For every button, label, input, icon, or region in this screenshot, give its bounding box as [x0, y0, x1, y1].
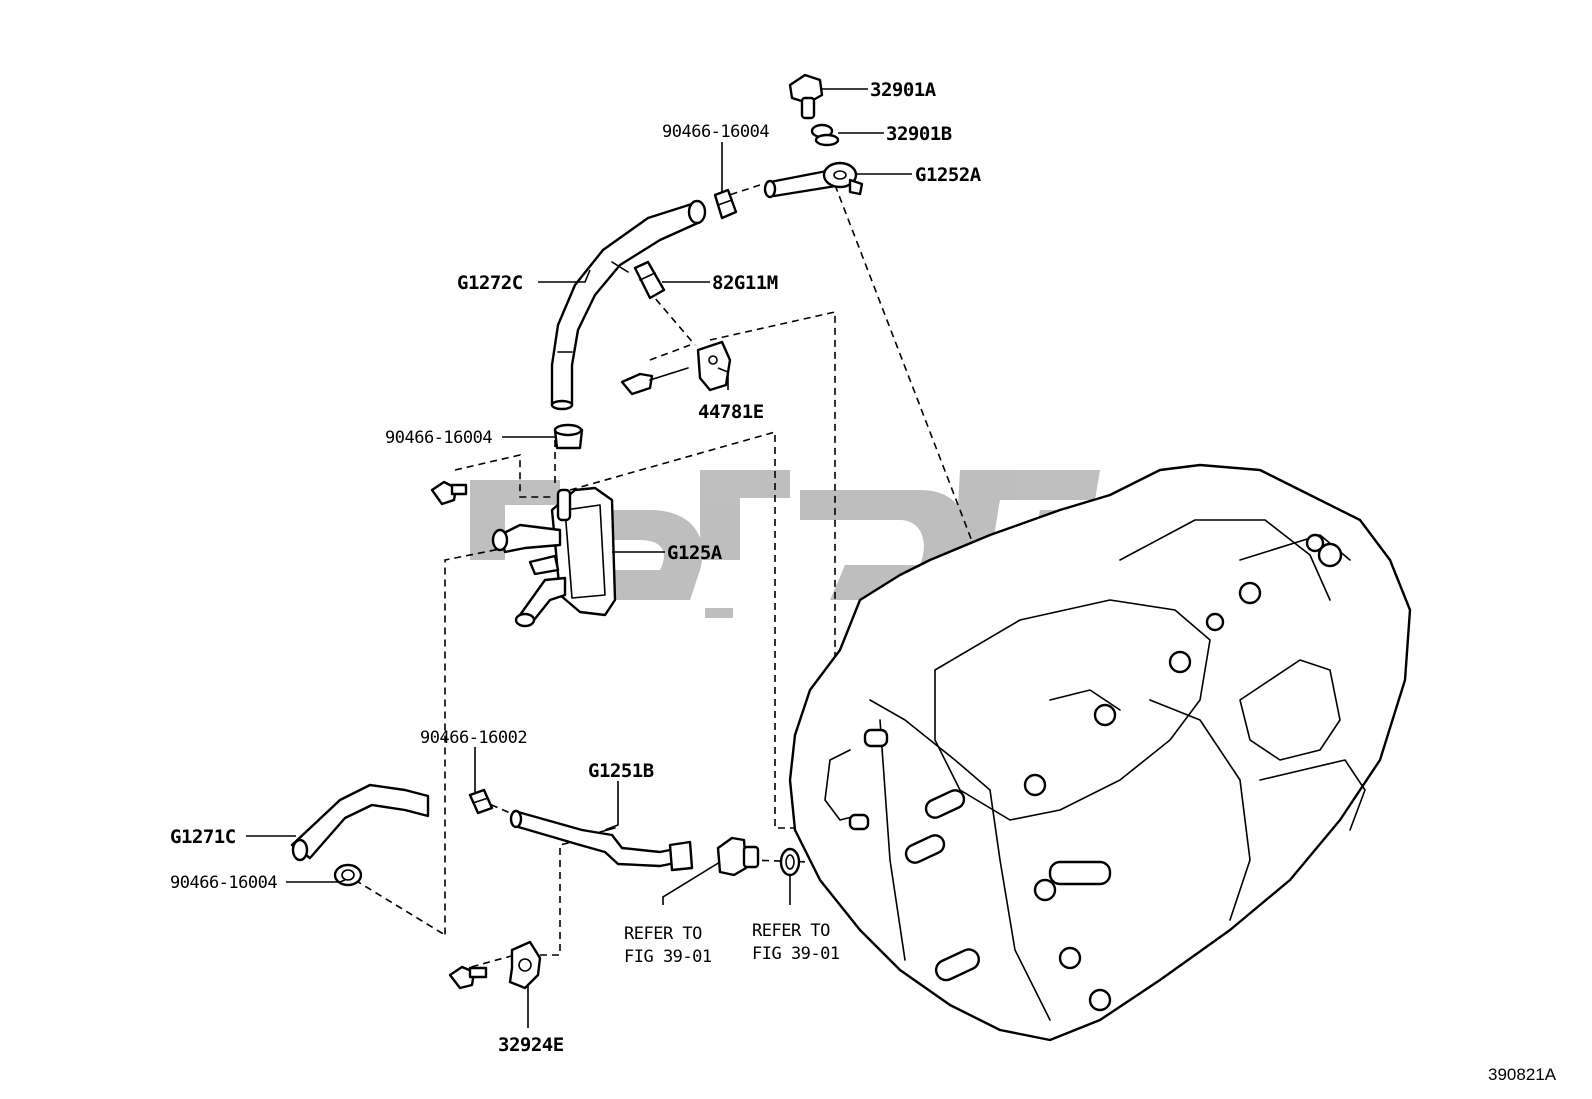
clamp-82G11M-icon — [633, 260, 666, 300]
label-90466-16004-middle[interactable]: 90466-16004 — [385, 428, 493, 448]
label-44781E[interactable]: 44781E — [698, 401, 764, 423]
union-fitting-icon — [716, 836, 760, 877]
label-G1252A[interactable]: G1252A — [915, 164, 982, 186]
transaxle-housing-icon — [788, 463, 1412, 1042]
part-labels: 32901A 32901B G1252A 90466-16004 G1272C … — [170, 79, 1557, 1084]
leader-lines — [246, 88, 912, 1028]
label-refer-to-2-line1[interactable]: REFER TO — [752, 921, 831, 941]
gasket-ring-icon — [779, 847, 801, 877]
label-refer-to-2-line2[interactable]: FIG 39-01 — [752, 944, 840, 964]
hose-clip-middle-icon — [553, 423, 584, 450]
hose-clip-16002-icon — [468, 788, 494, 815]
label-refer-to-1-line2[interactable]: FIG 39-01 — [624, 947, 712, 967]
hose-G1272C-icon — [550, 199, 707, 411]
label-90466-16004-top[interactable]: 90466-16004 — [662, 122, 770, 142]
pipe-G1251B-icon — [509, 809, 694, 872]
label-32924E[interactable]: 32924E — [498, 1034, 564, 1056]
oil-cooler-G125A-icon — [491, 486, 617, 628]
bolt-bottom-icon — [448, 965, 488, 990]
label-82G11M[interactable]: 82G11M — [712, 272, 778, 294]
label-90466-16002[interactable]: 90466-16002 — [420, 728, 528, 748]
hose-G1271C-icon — [290, 783, 430, 862]
bolt-32901A-icon — [788, 73, 824, 120]
label-refer-to-1-line1[interactable]: REFER TO — [624, 924, 703, 944]
catalog-number: 390821A — [1488, 1065, 1557, 1084]
label-32901B[interactable]: 32901B — [886, 123, 952, 145]
clamp-32924E-icon — [508, 940, 542, 990]
label-G1272C[interactable]: G1272C — [457, 272, 523, 294]
hose-clip-top-icon — [713, 188, 738, 220]
hose-clip-low-icon — [333, 863, 363, 887]
bracket-44781E-icon — [620, 340, 732, 396]
label-G125A[interactable]: G125A — [667, 542, 723, 564]
label-G1251B[interactable]: G1251B — [588, 760, 654, 782]
bolt-cooler-icon — [430, 480, 468, 506]
washer-32901B-icon — [810, 123, 840, 147]
label-G1271C[interactable]: G1271C — [170, 826, 236, 848]
union-G1252A-icon — [763, 161, 864, 199]
label-32901A[interactable]: 32901A — [870, 79, 937, 101]
label-90466-16004-low[interactable]: 90466-16004 — [170, 873, 278, 893]
